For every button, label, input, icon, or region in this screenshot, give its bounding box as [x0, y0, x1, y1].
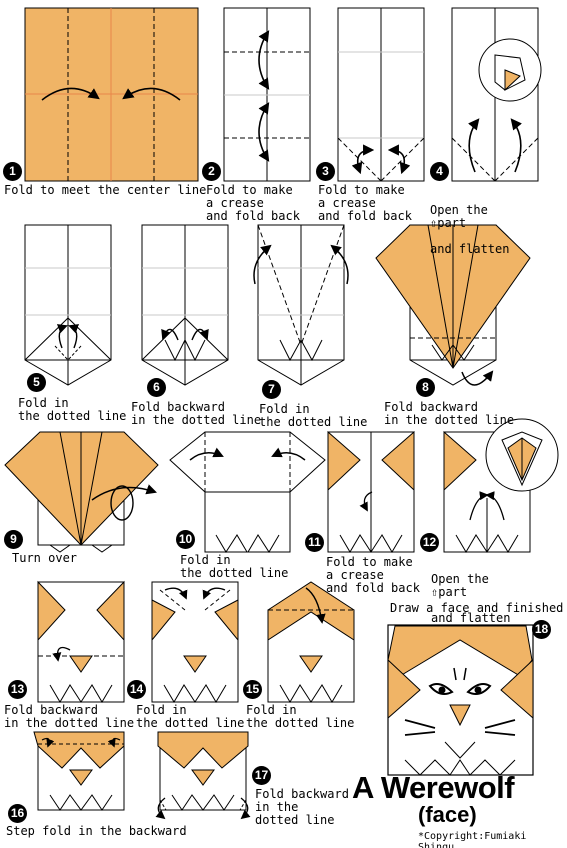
step-4-figure: [451, 7, 542, 182]
caption-end: and flatten: [431, 611, 511, 625]
up-arrow-icon: ⇧: [431, 585, 439, 599]
step-caption: Open the ⇧part and flatten: [431, 560, 510, 625]
step-number: 3: [316, 162, 335, 181]
caption-end: and flatten: [430, 242, 510, 256]
step-number: 12: [420, 533, 439, 552]
step-17-figure: [155, 731, 251, 820]
step-number: 9: [4, 530, 23, 549]
step-caption: Fold backward in the dotted line: [131, 400, 262, 427]
step-number: 5: [27, 373, 46, 392]
step-15-figure: [267, 581, 355, 703]
step-caption: Fold to make a crease and fold back: [326, 555, 420, 595]
step-7-figure: [253, 224, 349, 386]
step-caption: Fold in the dotted line: [259, 402, 368, 429]
step-number: 8: [416, 378, 435, 397]
step-caption: Fold in the dotted line: [18, 396, 127, 423]
step-12-figure: [443, 418, 559, 553]
step-13-figure: [37, 580, 125, 703]
step-9-figure: [4, 431, 159, 553]
caption-open: Open the: [430, 203, 488, 217]
step-caption: Draw a face and finished: [390, 601, 564, 615]
step-caption: Open the ⇧part and flatten: [430, 191, 509, 256]
step-number: 1: [3, 162, 22, 181]
caption-open: Open the: [431, 572, 489, 586]
step-8-figure: [375, 224, 531, 386]
step-caption: Fold backward in the dotted line: [255, 787, 349, 827]
step-16-figure: [33, 731, 125, 811]
fold-arrow: [41, 87, 100, 101]
step-caption: Fold to meet the center line: [4, 183, 207, 197]
step-number: 14: [127, 680, 146, 699]
step-6-figure: [141, 224, 229, 386]
step-number: 15: [243, 680, 262, 699]
step-3-figure: [337, 7, 425, 182]
step-caption: Fold in the dotted line: [246, 703, 355, 730]
step-number: 11: [305, 533, 324, 552]
step-number: 4: [430, 162, 449, 181]
step-number: 2: [202, 162, 221, 181]
step-number: 13: [8, 680, 27, 699]
step-caption: Fold backward in the dotted line: [384, 400, 515, 427]
fold-arrow: [122, 87, 181, 101]
step-caption: Turn over: [12, 551, 78, 565]
page-subtitle: (face): [418, 802, 477, 827]
step-number: 16: [8, 804, 27, 823]
step-11-figure: [327, 430, 415, 553]
step-number: 7: [262, 380, 281, 399]
up-arrow-icon: ⇧: [430, 216, 438, 230]
step-number: 17: [252, 766, 271, 785]
step-2-figure: [223, 7, 311, 182]
step-number: 18: [532, 620, 551, 639]
step-5-figure: [24, 224, 112, 386]
step-caption: Step fold in the backward: [6, 824, 187, 838]
step-caption: Fold to make a crease and fold back: [318, 183, 412, 223]
step-caption: Fold in the dotted line: [180, 553, 289, 580]
page-title: A Werewolf: [352, 770, 515, 805]
step-number: 6: [147, 378, 166, 397]
step-1-figure: [24, 7, 199, 182]
step-caption: Fold backward in the dotted line: [4, 703, 135, 730]
caption-part: part: [437, 216, 467, 230]
step-10-figure: [169, 431, 326, 553]
step-caption: Fold to make a crease and fold back: [206, 183, 300, 223]
caption-part: part: [438, 585, 468, 599]
step-14-figure: [151, 581, 239, 703]
step-number: 10: [176, 530, 195, 549]
step-caption: Fold in the dotted line: [136, 703, 245, 730]
finished-werewolf-face: [387, 624, 534, 776]
copyright: *Copyright:Fumiaki Shingu: [418, 831, 527, 848]
